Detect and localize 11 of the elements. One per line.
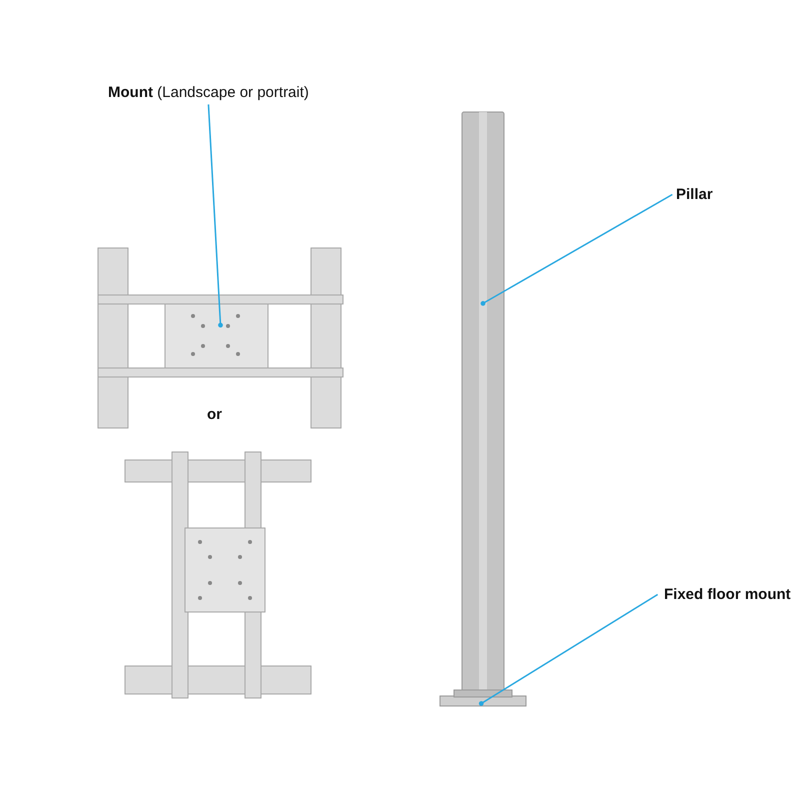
part-label: Mount (Landscape or portrait) xyxy=(108,84,309,101)
part-label: Fixed floor mount xyxy=(664,586,791,603)
connector-word: or xyxy=(207,406,222,423)
leader-line xyxy=(208,104,223,328)
portrait-mount-drawing xyxy=(125,452,311,700)
part-label: Pillar xyxy=(676,186,713,203)
floor-plate-drawing xyxy=(440,690,526,708)
landscape-mount-drawing xyxy=(98,246,343,430)
leader-line xyxy=(480,194,673,306)
leader-line xyxy=(478,594,658,706)
pillar-drawing xyxy=(462,112,504,692)
